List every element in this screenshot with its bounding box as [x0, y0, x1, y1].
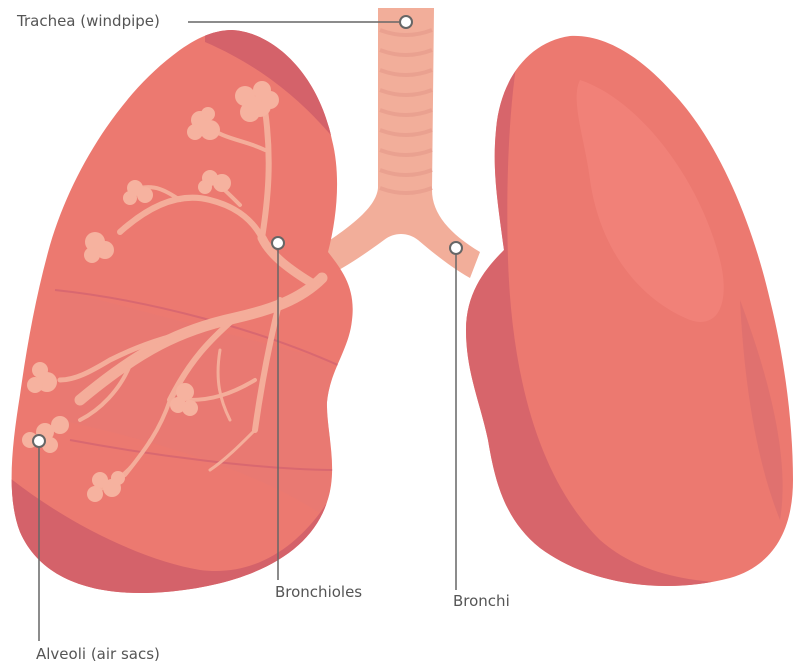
alveoli-label: Alveoli (air sacs) — [36, 647, 160, 662]
bronchioles-marker — [272, 237, 284, 249]
bronchioles-label: Bronchioles — [275, 585, 362, 600]
alveoli-marker — [33, 435, 45, 447]
bronchi-marker — [450, 242, 462, 254]
left-lung — [0, 20, 353, 620]
bronchi-label: Bronchi — [453, 594, 510, 609]
trachea-marker — [400, 16, 412, 28]
trachea-label: Trachea (windpipe) — [17, 14, 160, 29]
right-lung — [460, 0, 796, 667]
